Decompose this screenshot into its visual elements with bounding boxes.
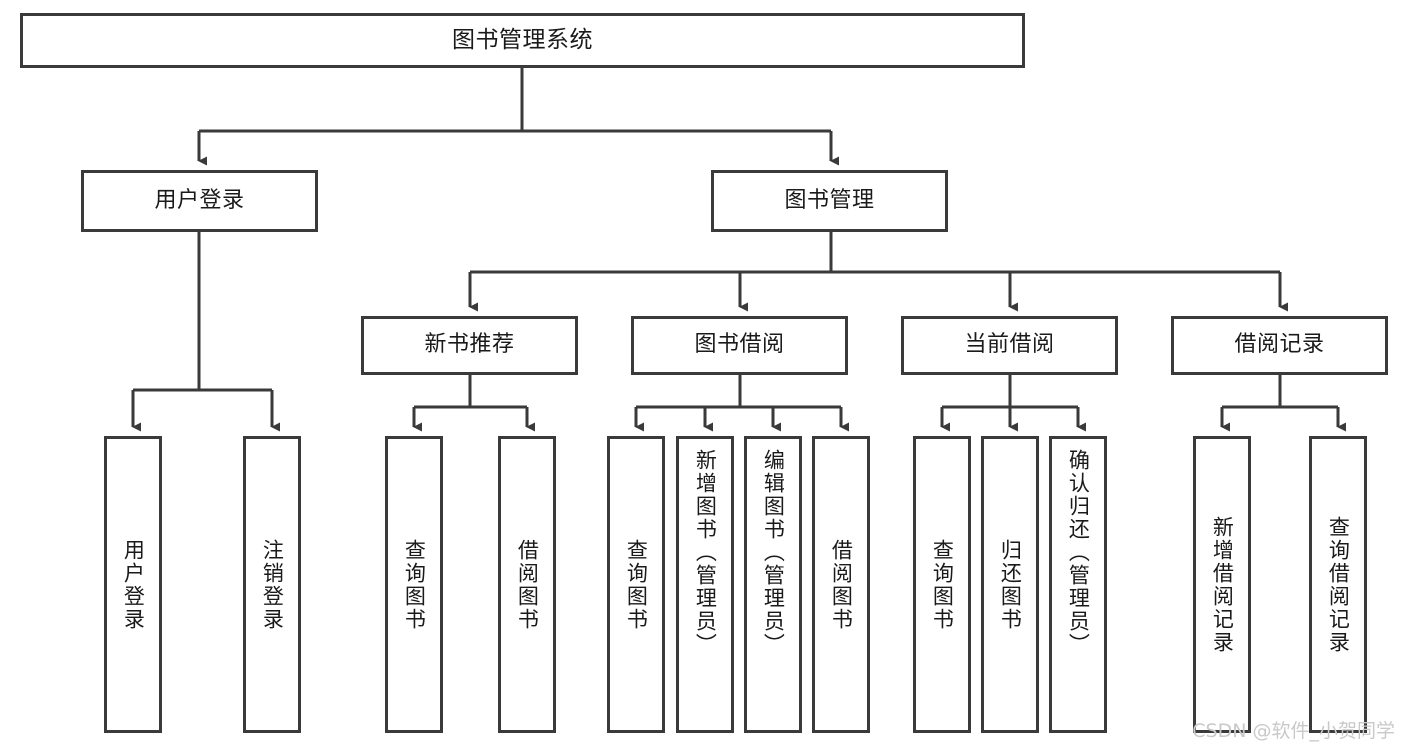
node-leaf-query-record-label: 查询借阅记录 (1326, 515, 1351, 654)
node-leaf-user-login-label: 用户登录 (121, 538, 146, 631)
node-leaf-add-record[interactable]: 新增借阅记录 (1193, 436, 1251, 733)
node-leaf-logout[interactable]: 注销登录 (243, 436, 301, 733)
node-user-login-label: 用户登录 (154, 187, 245, 213)
node-leaf-return-book[interactable]: 归还图书 (981, 436, 1039, 733)
node-current-borrow[interactable]: 当前借阅 (901, 316, 1118, 375)
node-leaf-query-book-1[interactable]: 查询图书 (385, 436, 443, 733)
node-leaf-logout-label: 注销登录 (260, 538, 285, 631)
node-new-book-recommend-label: 新书推荐 (424, 332, 515, 358)
node-leaf-query-book-3-label: 查询图书 (930, 538, 955, 631)
node-leaf-confirm-return[interactable]: 确认归还（管理员） (1049, 436, 1107, 733)
node-leaf-edit-book-label: 编辑图书（管理员） (761, 449, 786, 656)
node-new-book-recommend[interactable]: 新书推荐 (361, 316, 578, 375)
node-leaf-add-book-label: 新增图书（管理员） (693, 449, 718, 656)
node-borrow-record[interactable]: 借阅记录 (1171, 316, 1388, 375)
node-leaf-borrow-book-1[interactable]: 借阅图书 (498, 436, 556, 733)
node-leaf-confirm-return-label: 确认归还（管理员） (1066, 449, 1091, 656)
node-leaf-query-book-1-label: 查询图书 (402, 538, 427, 631)
node-current-borrow-label: 当前借阅 (964, 332, 1055, 358)
node-leaf-return-book-label: 归还图书 (998, 538, 1023, 631)
node-user-login[interactable]: 用户登录 (81, 170, 318, 232)
node-leaf-add-record-label: 新增借阅记录 (1210, 515, 1235, 654)
node-book-manage[interactable]: 图书管理 (711, 170, 948, 232)
node-leaf-query-book-3[interactable]: 查询图书 (913, 436, 971, 733)
node-leaf-borrow-book-1-label: 借阅图书 (515, 538, 540, 631)
node-book-borrow[interactable]: 图书借阅 (631, 316, 848, 375)
watermark-text: CSDN @软件_小贺同学 (1192, 720, 1395, 742)
node-borrow-record-label: 借阅记录 (1234, 332, 1325, 358)
node-book-borrow-label: 图书借阅 (694, 332, 785, 358)
node-leaf-add-book[interactable]: 新增图书（管理员） (676, 436, 734, 733)
node-leaf-borrow-book-2[interactable]: 借阅图书 (812, 436, 870, 733)
node-book-manage-label: 图书管理 (784, 187, 875, 213)
node-leaf-query-book-2-label: 查询图书 (624, 538, 649, 631)
node-root[interactable]: 图书管理系统 (20, 13, 1025, 68)
node-leaf-query-record[interactable]: 查询借阅记录 (1309, 436, 1367, 733)
node-leaf-query-book-2[interactable]: 查询图书 (607, 436, 665, 733)
node-leaf-edit-book[interactable]: 编辑图书（管理员） (744, 436, 802, 733)
node-leaf-borrow-book-2-label: 借阅图书 (829, 538, 854, 631)
node-root-label: 图书管理系统 (452, 26, 593, 53)
node-leaf-user-login[interactable]: 用户登录 (104, 436, 162, 733)
